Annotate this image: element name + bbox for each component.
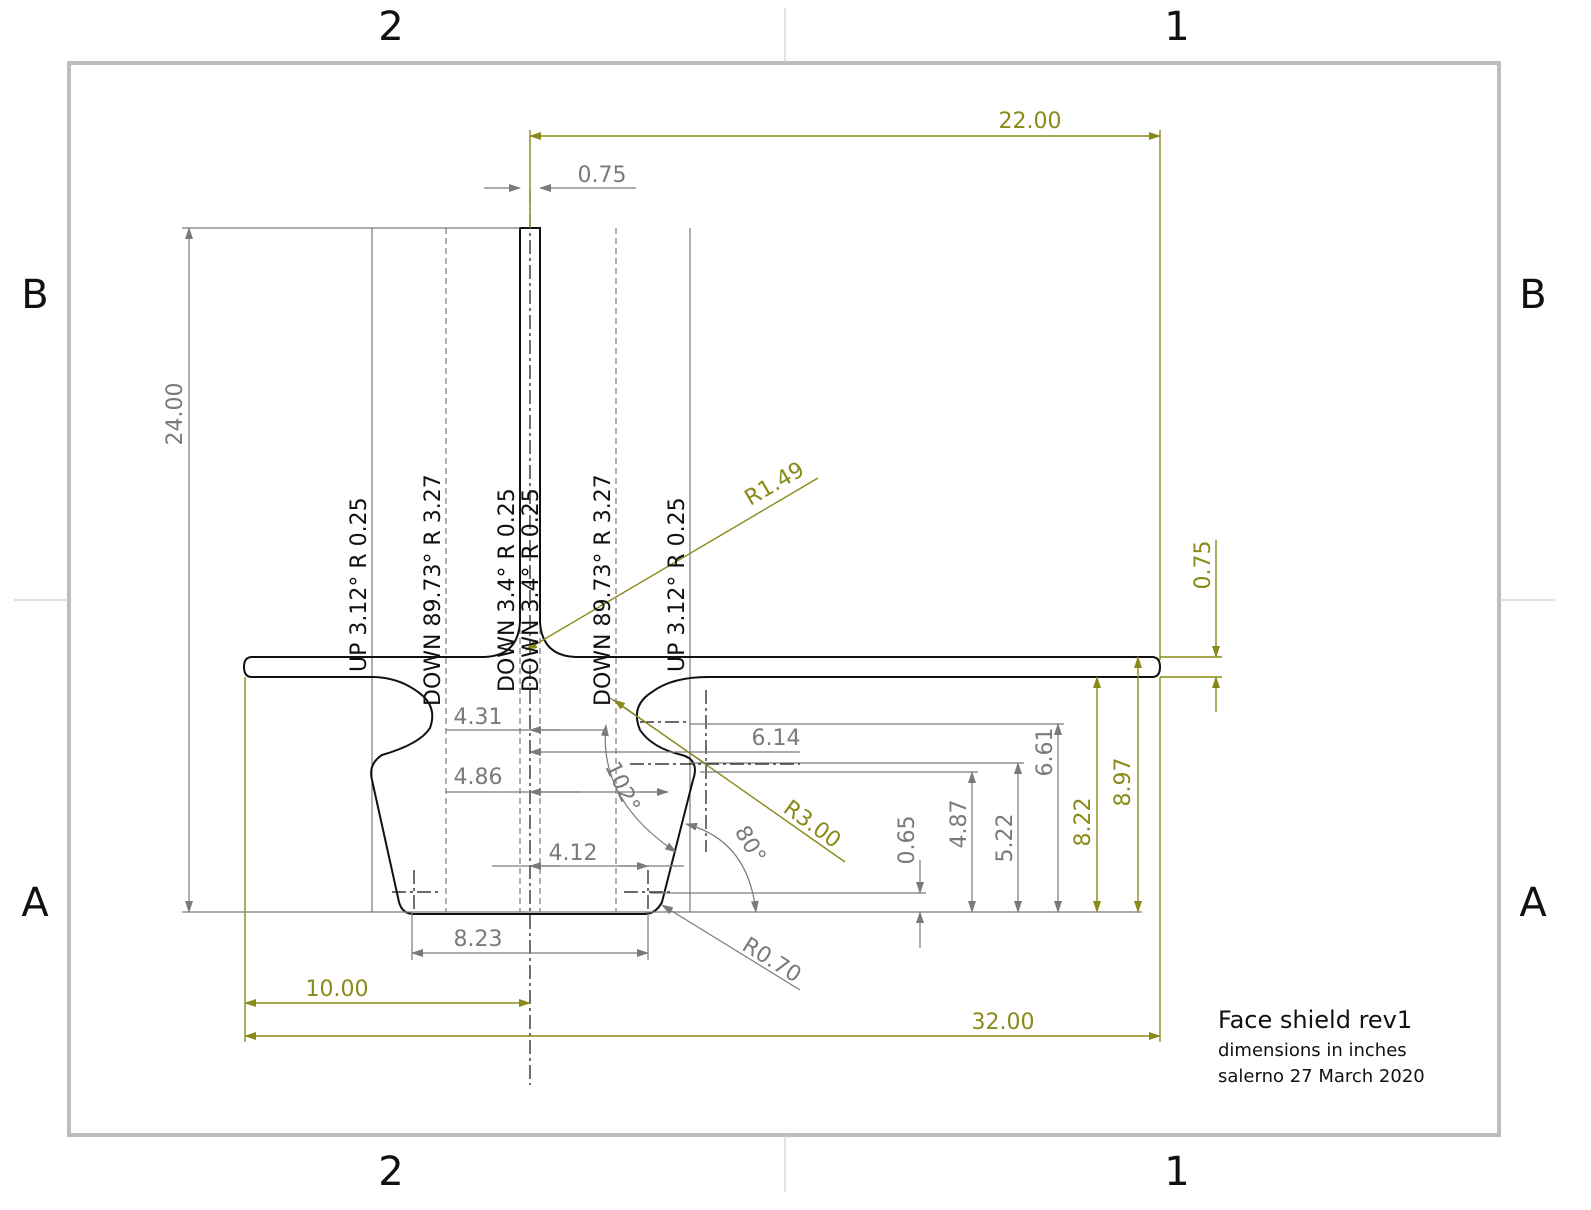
- dim-4-87: 4.87: [947, 800, 972, 849]
- zone-label-top-left: 2: [378, 4, 403, 50]
- zone-label-right-lower: A: [1519, 880, 1547, 926]
- dim-angle-80: 80°: [729, 822, 770, 868]
- zone-label-bottom-left: 2: [378, 1149, 403, 1195]
- dim-angle-102: 102°: [599, 758, 644, 817]
- dim-r0-70: R0.70: [738, 933, 806, 988]
- dim-4-31: 4.31: [454, 705, 503, 730]
- bend-note-up-right: UP 3.12° R 0.25: [665, 497, 690, 672]
- zone-label-bottom-right: 1: [1164, 1149, 1189, 1195]
- dim-32-00: 32.00: [972, 1010, 1035, 1035]
- dim-6-61: 6.61: [1033, 728, 1058, 777]
- title-block-units: dimensions in inches: [1218, 1040, 1407, 1061]
- bend-note-down-right: DOWN 89.73° R 3.27: [591, 474, 616, 706]
- leader-r3-00: [613, 699, 846, 863]
- dim-24-00: 24.00: [163, 383, 188, 446]
- zone-label-top-right: 1: [1164, 4, 1189, 50]
- leader-r1-49: [525, 477, 819, 651]
- dim-22-00: 22.00: [999, 109, 1062, 134]
- dim-0-65: 0.65: [895, 816, 920, 865]
- zone-label-left-upper: B: [21, 272, 48, 318]
- dim-0-75-right: 0.75: [1191, 541, 1216, 590]
- bend-note-down-center-b: DOWN 3.4° R 0.25: [519, 488, 544, 692]
- arc-80: [685, 822, 759, 913]
- title-block-title: Face shield rev1: [1218, 1006, 1412, 1034]
- bend-note-down-center-a: DOWN 3.4° R 0.25: [495, 488, 520, 692]
- title-block-author-date: salerno 27 March 2020: [1218, 1066, 1425, 1087]
- zone-label-right-upper: B: [1519, 272, 1546, 318]
- zone-label-left-lower: A: [21, 880, 49, 926]
- dim-4-12: 4.12: [549, 841, 598, 866]
- sheet-border: [67, 61, 1501, 1137]
- dim-8-22: 8.22: [1071, 798, 1096, 847]
- part-outline: [242, 227, 1162, 915]
- dim-0-75-top: 0.75: [578, 163, 627, 188]
- dim-6-14: 6.14: [752, 726, 801, 751]
- dim-4-86: 4.86: [454, 765, 503, 790]
- bend-note-down-left: DOWN 89.73° R 3.27: [421, 474, 446, 706]
- dim-5-22: 5.22: [993, 814, 1018, 863]
- arc-102: [600, 724, 677, 853]
- dim-8-97: 8.97: [1111, 758, 1136, 807]
- leader-r0-70: [661, 904, 801, 991]
- dim-10-00: 10.00: [306, 977, 369, 1002]
- dim-8-23: 8.23: [454, 927, 503, 952]
- bend-note-up-left: UP 3.12° R 0.25: [347, 497, 372, 672]
- dim-r3-00: R3.00: [778, 796, 845, 854]
